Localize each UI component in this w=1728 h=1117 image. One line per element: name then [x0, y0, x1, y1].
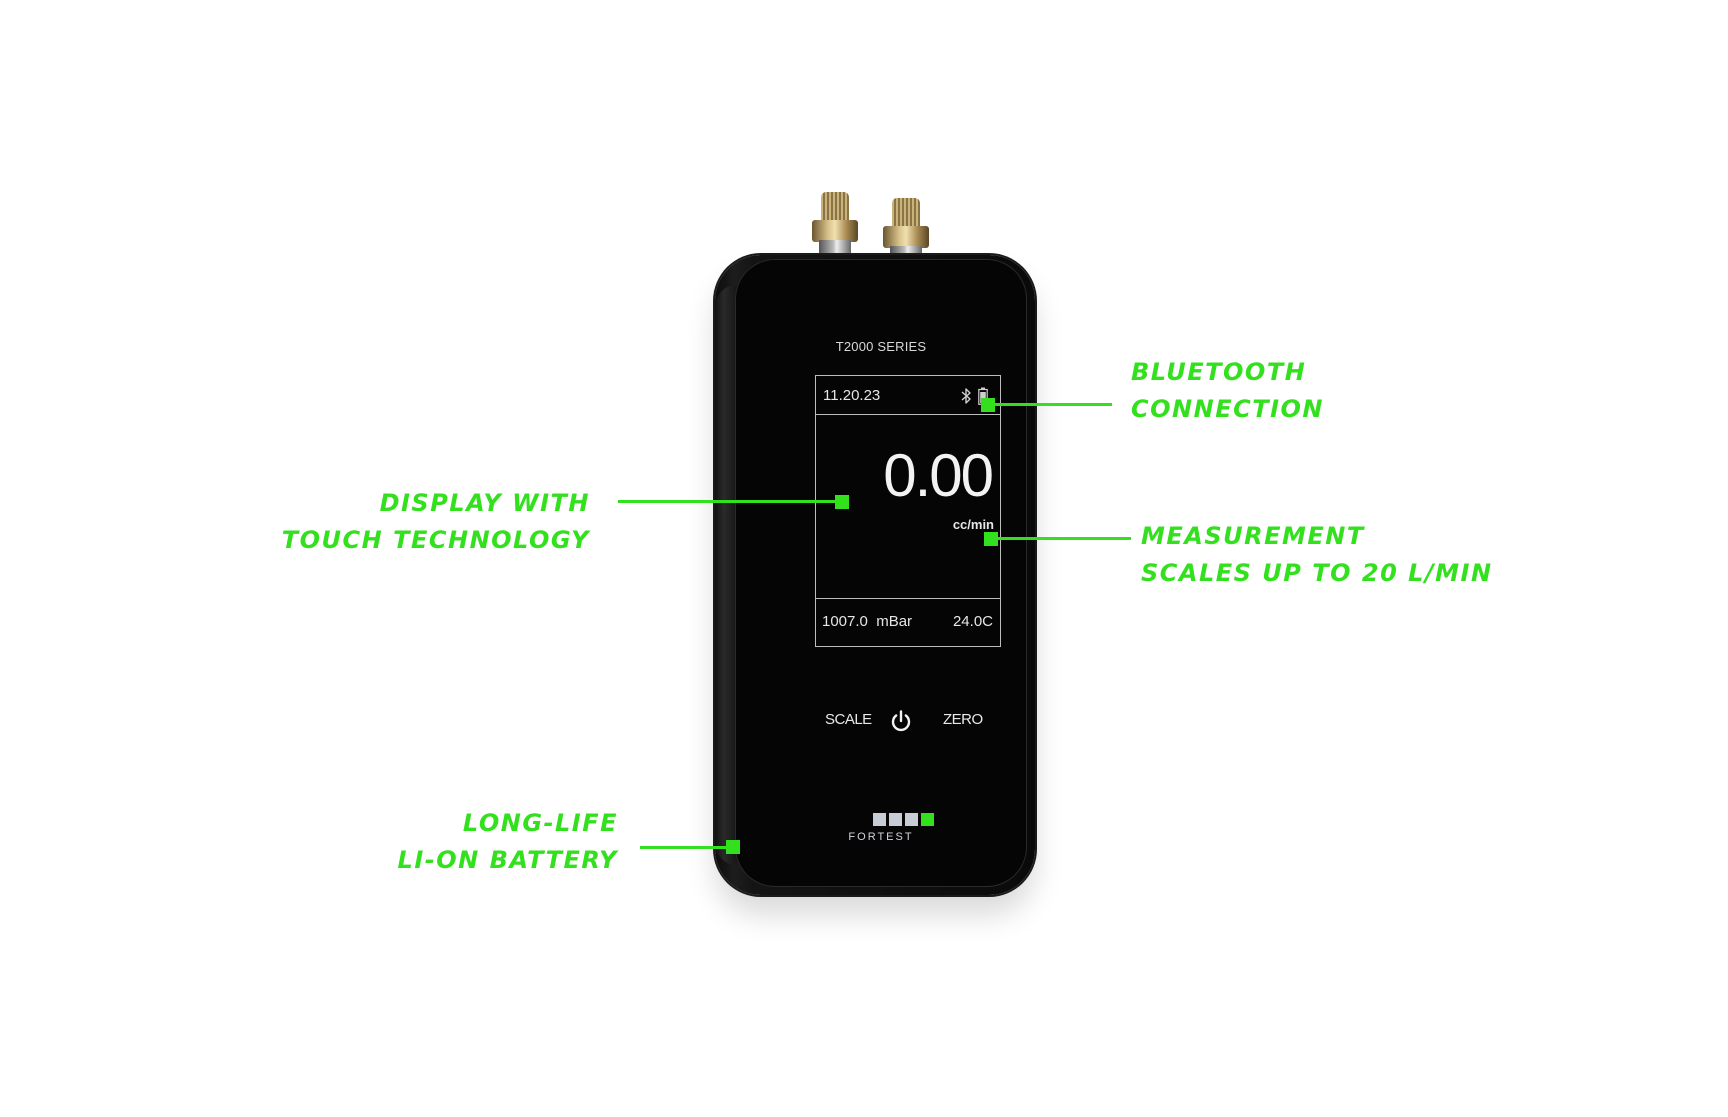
device-side-edge: [715, 285, 737, 865]
bluetooth-callout-line1: BLUETOOTH: [1131, 358, 1307, 386]
battery-callout-line2: LI-ON BATTERY: [397, 846, 618, 874]
measurement-callout-line: [995, 537, 1131, 540]
battery-callout: LONG-LIFE LI-ON BATTERY: [398, 805, 618, 879]
logo-square-accent: [921, 813, 934, 826]
measurement-callout-marker: [984, 532, 998, 546]
series-label: T2000 SERIES: [835, 339, 927, 354]
flow-meter-device: T2000 SERIES 11.20.23 0.00 cc/min: [715, 255, 1035, 895]
bluetooth-callout: BLUETOOTH CONNECTION: [1131, 354, 1324, 428]
measurement-callout-line2: SCALES UP TO 20 L/MIN: [1141, 559, 1493, 587]
battery-callout-line: [640, 846, 730, 849]
left-fitting: [812, 192, 858, 258]
environment-bar: 1007.0 mBar 24.0C: [816, 598, 1000, 647]
display-callout-marker: [835, 495, 849, 509]
display-callout: DISPLAY WITH TOUCH TECHNOLOGY: [282, 485, 590, 559]
fortest-logo-word: FORTEST: [848, 831, 914, 843]
right-fitting: [883, 198, 929, 264]
display-callout-line: [618, 500, 843, 503]
measurement-callout: MEASUREMENT SCALES UP TO 20 L/MIN: [1141, 518, 1493, 592]
bluetooth-callout-line2: CONNECTION: [1131, 395, 1324, 423]
bluetooth-callout-line: [992, 403, 1112, 406]
scale-button[interactable]: SCALE: [825, 711, 872, 728]
date-readout: 11.20.23: [823, 387, 881, 404]
flow-unit: cc/min: [952, 517, 994, 532]
zero-button[interactable]: ZERO: [943, 711, 983, 728]
device-face: T2000 SERIES 11.20.23 0.00 cc/min: [735, 259, 1027, 887]
bluetooth-icon: [961, 388, 971, 404]
temperature-readout: 24.0C: [952, 613, 993, 630]
battery-callout-marker: [726, 840, 740, 854]
flow-reading: 0.00: [883, 442, 994, 509]
logo-square: [889, 813, 902, 826]
display-callout-line2: TOUCH TECHNOLOGY: [281, 526, 590, 554]
device-display[interactable]: 11.20.23 0.00 cc/min 1007.0 mBar 24.0C: [815, 375, 1001, 647]
pressure-readout: 1007.0 mBar: [822, 613, 913, 630]
measurement-callout-line1: MEASUREMENT: [1141, 522, 1365, 550]
logo-square: [873, 813, 886, 826]
fortest-logo-mark: [873, 813, 934, 826]
bluetooth-callout-marker: [981, 398, 995, 412]
logo-square: [905, 813, 918, 826]
battery-callout-line1: LONG-LIFE: [462, 809, 618, 837]
display-callout-line1: DISPLAY WITH: [379, 489, 590, 517]
status-bar: 11.20.23: [816, 376, 1000, 415]
power-icon[interactable]: [889, 709, 913, 733]
